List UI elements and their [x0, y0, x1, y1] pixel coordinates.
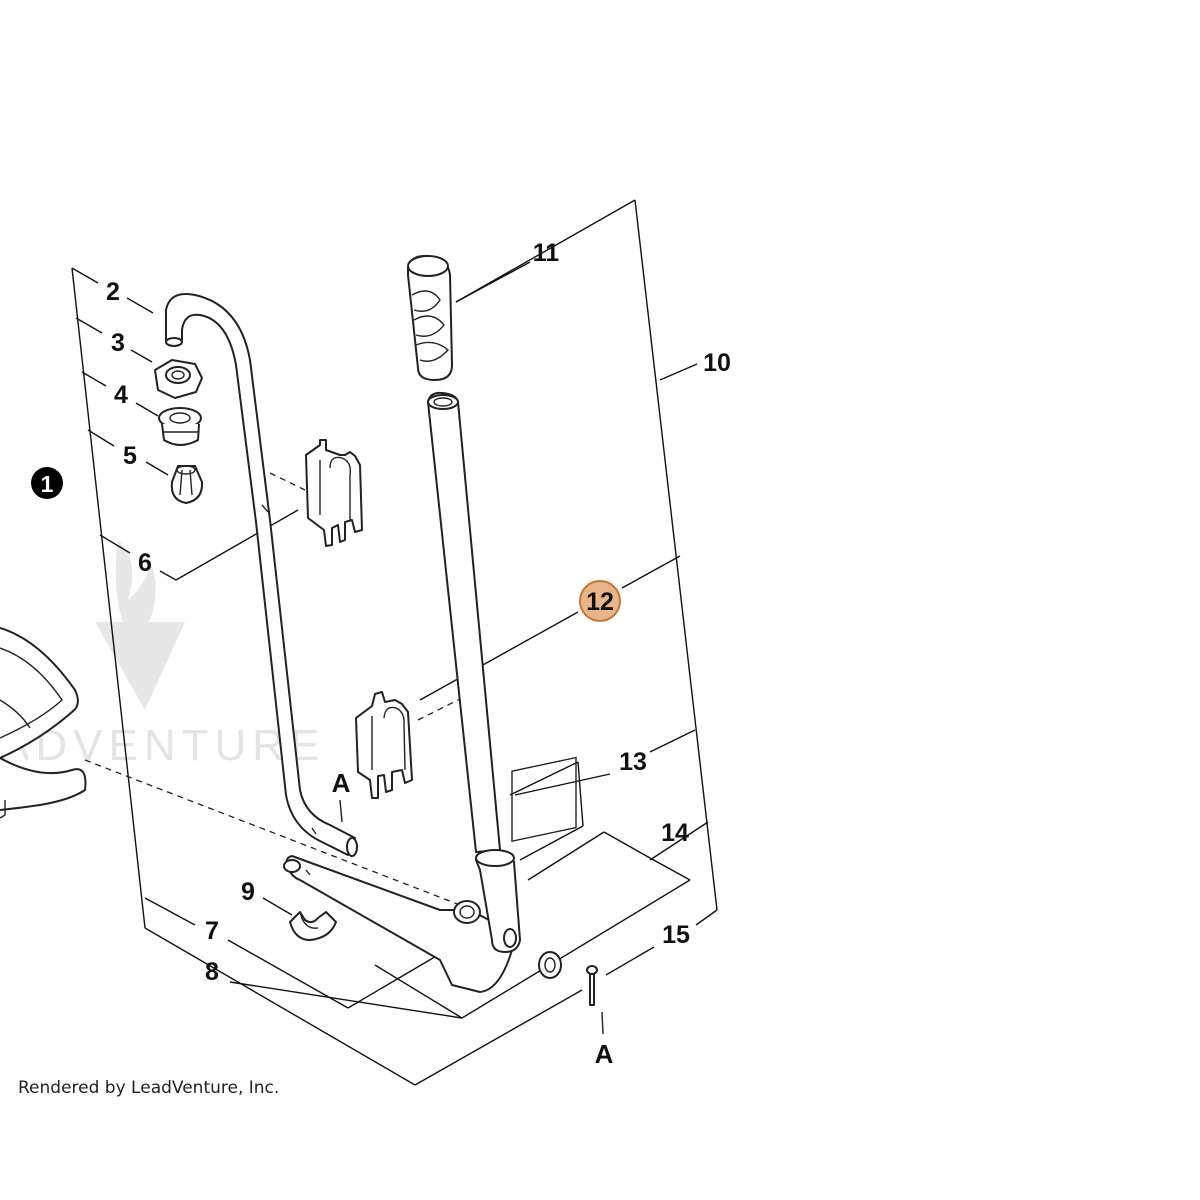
callout-12-highlight [579, 580, 621, 622]
callout-9[interactable]: 9 [241, 878, 255, 906]
callout-15[interactable]: 15 [662, 921, 690, 949]
render-credit: Rendered by LeadVenture, Inc. [18, 1078, 280, 1098]
callout-14[interactable]: 14 [661, 819, 689, 847]
callout-12-label: 12 [586, 588, 614, 616]
reference-mark-a-lower: A [595, 1039, 614, 1069]
alignment-lines [84, 472, 463, 906]
callout-8[interactable]: 8 [205, 958, 219, 986]
sleeve-part [475, 849, 521, 953]
callout-11[interactable]: 11 [533, 239, 560, 267]
clip-part-6 [305, 439, 363, 547]
reference-mark-a-upper: A [332, 768, 351, 798]
callout-3[interactable]: 3 [111, 329, 125, 357]
callout-labels: 1 2 3 4 5 6 7 8 9 10 11 12 13 14 15 A A [31, 239, 731, 1069]
group-frame-right [455, 199, 718, 911]
cross-tube-part-7 [283, 855, 513, 993]
callout-1[interactable]: 1 [31, 467, 63, 499]
callout-12[interactable]: 12 [579, 580, 621, 622]
callout-2[interactable]: 2 [106, 278, 120, 306]
grip-part-11 [407, 254, 453, 381]
hex-nut-part-3 [154, 359, 203, 399]
watermark: ADVENTURE [0, 540, 325, 770]
callout-5[interactable]: 5 [123, 442, 137, 470]
decal-parts [511, 756, 577, 843]
bent-tube-part-2 [165, 293, 358, 857]
callout-4[interactable]: 4 [114, 381, 128, 409]
callout-6[interactable]: 6 [138, 549, 152, 577]
tank-part [0, 627, 87, 819]
callout-10[interactable]: 10 [703, 349, 731, 377]
washer-part [538, 951, 562, 979]
fitting-part-4 [158, 407, 202, 446]
watermark-text: ADVENTURE [0, 721, 325, 770]
leader-lines [71, 261, 718, 1019]
small-clip-part-9 [289, 911, 337, 941]
grommet-part-5 [170, 465, 204, 504]
group-frame-left [71, 267, 583, 1086]
callout-1-label: 1 [41, 471, 54, 497]
clip-part-12 [355, 691, 413, 799]
callout-7[interactable]: 7 [205, 917, 219, 945]
callout-13[interactable]: 13 [619, 748, 647, 776]
handle-tube-part-10 [427, 391, 501, 853]
cotter-pin-part [339, 799, 604, 1035]
